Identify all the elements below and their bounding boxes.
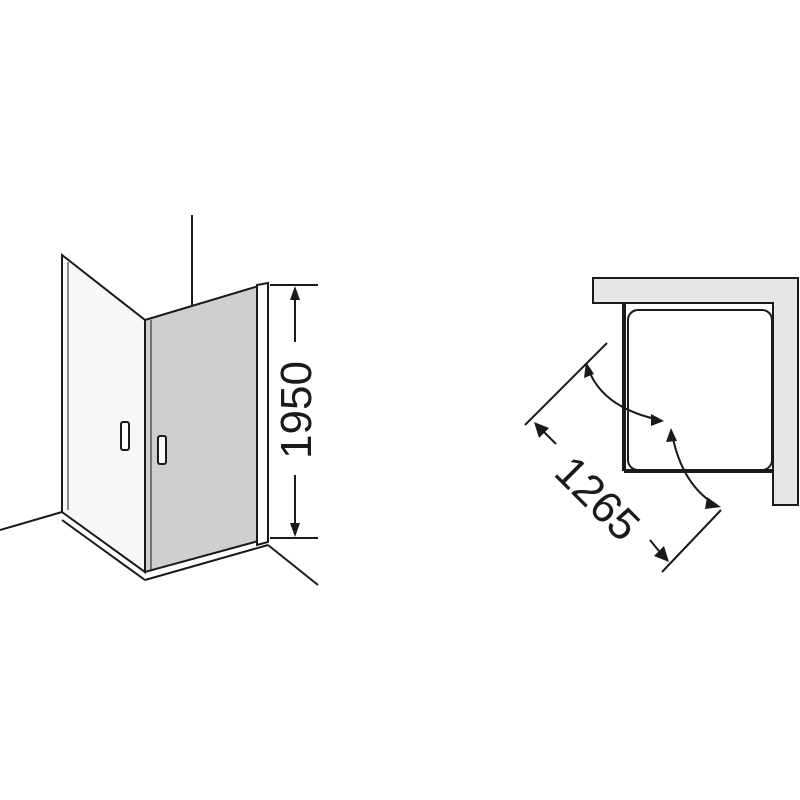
width-arrow-lower: [654, 546, 669, 562]
shower-tray: [627, 309, 773, 471]
plan-view: 1265: [524, 277, 799, 573]
wall-profile: [256, 281, 269, 547]
door-panel: [144, 283, 263, 574]
elevation-view: 1950: [0, 215, 321, 586]
side-panel: [61, 252, 146, 574]
width-extension-upper: [524, 342, 608, 426]
height-dimension: 1950: [270, 284, 321, 539]
side-door-swing-arc: [587, 367, 661, 421]
width-arrow-upper: [534, 422, 549, 438]
corner-wall: [592, 277, 799, 506]
height-arrow-top: [290, 286, 300, 300]
front-door-arrow-end: [705, 497, 721, 509]
door-base: [144, 544, 269, 581]
floor-line-right: [267, 544, 319, 586]
height-dimension-label: 1950: [272, 361, 321, 459]
front-door-arrow-start: [666, 428, 677, 442]
height-arrow-bottom: [290, 523, 300, 537]
side-panel-base: [61, 519, 146, 581]
floor-line-left: [0, 511, 63, 531]
side-door-arrow-end: [651, 414, 664, 426]
door-handle: [157, 435, 167, 465]
side-panel-handle: [120, 421, 130, 451]
side-door-arrow-start: [584, 362, 594, 378]
width-extension-lower: [661, 509, 722, 573]
